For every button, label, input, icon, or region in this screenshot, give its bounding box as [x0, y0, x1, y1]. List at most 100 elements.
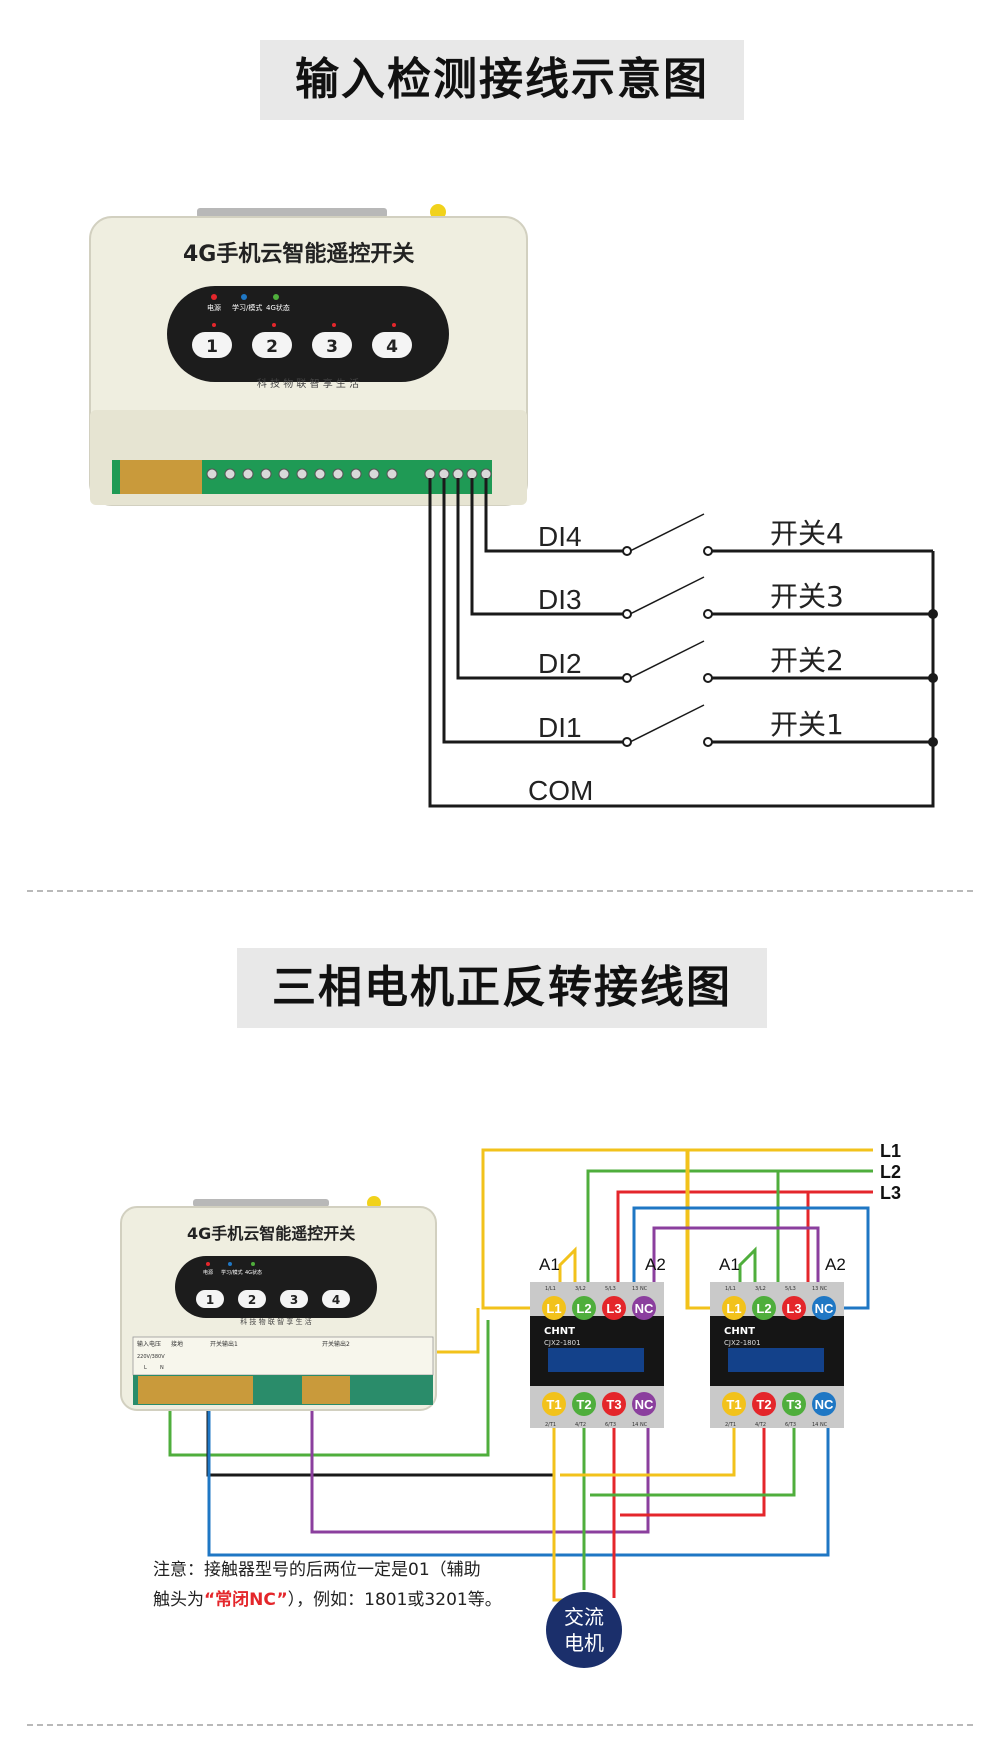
control-panel: [167, 286, 449, 382]
device-2: 4G手机云智能遥控开关 电源 学习/模式 4G状态 1 2 3 4 科 技 物 …: [120, 1196, 437, 1411]
learn-led: [241, 294, 247, 300]
switch2-blade: [629, 640, 705, 679]
reverse-red: [620, 1418, 766, 1517]
note-highlight: “常闭NC”: [204, 1590, 288, 1610]
button-2[interactable]: [252, 332, 292, 358]
badge-l3: L3: [606, 1301, 621, 1316]
output-blue: [207, 1405, 830, 1557]
com-wire: [428, 478, 935, 808]
voltage-value: 220V/380V: [137, 1354, 165, 1360]
badge-nc: NC: [635, 1397, 654, 1412]
di1-label: DI1: [538, 712, 582, 743]
l3-main-wire: [616, 1190, 873, 1308]
di2-label: DI2: [538, 648, 582, 679]
badge-t2: T2: [576, 1397, 591, 1412]
phase-l1-label: L1: [880, 1141, 901, 1161]
motor-label-1: 交流: [564, 1605, 604, 1629]
button-1-label: 1: [206, 337, 218, 357]
button-3[interactable]: [280, 1290, 308, 1308]
button-3-label: 3: [326, 337, 338, 357]
terminal-l-label: L: [144, 1365, 147, 1371]
contactor-brand: CHNT: [544, 1326, 575, 1337]
button-2[interactable]: [238, 1290, 266, 1308]
button-4[interactable]: [372, 332, 412, 358]
led-label-power: 电源: [207, 303, 221, 312]
led-label-power: 电源: [203, 1269, 213, 1276]
led-label-status: 4G状态: [245, 1269, 262, 1276]
bottom-mark-4: 14 NC: [632, 1422, 648, 1428]
motor-u: [552, 1418, 600, 1602]
phase-l3-label: L3: [880, 1183, 901, 1203]
button-led: [392, 323, 396, 327]
di4-label: DI4: [538, 521, 582, 552]
output-green: [168, 1320, 490, 1457]
contactor-model: CJX2-1801: [544, 1339, 581, 1347]
badge-l1: L1: [726, 1301, 741, 1316]
switch3-label: 开关3: [770, 580, 844, 613]
switch-blades: [629, 513, 705, 743]
l1-main-wire: [481, 1148, 873, 1310]
badge-l1: L1: [546, 1301, 561, 1316]
contactor-brand: CHNT: [724, 1326, 755, 1337]
terminal-n-label: N: [160, 1365, 164, 1371]
badge-l2: L2: [576, 1301, 591, 1316]
button-2-label: 2: [248, 1293, 256, 1307]
coil-a2-label: A2: [645, 1255, 666, 1274]
led-label-learn: 学习/模式: [221, 1269, 243, 1276]
button-1[interactable]: [192, 332, 232, 358]
bottom-mark-4: 14 NC: [812, 1422, 828, 1428]
phase-labels: L1 L2 L3: [880, 1141, 901, 1203]
di3-label: DI3: [538, 584, 582, 615]
device-buttons: 1 2 3 4: [192, 323, 412, 358]
bottom-mark-3: 6/T3: [605, 1422, 616, 1428]
power-led: [206, 1262, 210, 1266]
button-1[interactable]: [196, 1290, 224, 1308]
nc-interlock-wire: [632, 1206, 870, 1310]
output2-label: 开关输出2: [322, 1340, 350, 1348]
device-brand: 4G手机云智能遥控开关: [183, 241, 414, 267]
contactor-model: CJX2-1801: [724, 1339, 761, 1347]
note-line-2: 触头为“常闭NC”），例如：1801或3201等。: [153, 1585, 513, 1615]
status-led: [251, 1262, 255, 1266]
button-4[interactable]: [322, 1290, 350, 1308]
input-wiring: [428, 478, 935, 808]
switch-labels: 开关4 开关3 开关2 开关1: [770, 517, 844, 741]
switch4-blade: [629, 513, 705, 552]
di2-wire: [456, 478, 624, 680]
coil-a1-label: A1: [539, 1255, 560, 1274]
input-labels: DI4 DI3 DI2 DI1 COM: [528, 521, 593, 806]
section2-title: 三相电机正反转接线图: [237, 948, 767, 1028]
device-slogan: 科 技 物 联 智 享 生 活: [240, 1317, 312, 1326]
top-mark-1: 1/L1: [725, 1286, 736, 1292]
input-voltage-label: 输入电压: [137, 1340, 161, 1348]
switch-contacts: [622, 546, 713, 747]
badge-nc: NC: [635, 1301, 654, 1316]
button-3[interactable]: [312, 332, 352, 358]
ac-motor: 交流 电机: [546, 1592, 622, 1668]
com-label: COM: [528, 775, 593, 806]
button-led: [332, 323, 336, 327]
section1-title: 输入检测接线示意图: [260, 40, 744, 120]
device-brand: 4G手机云智能遥控开关: [187, 1224, 355, 1243]
contactor-window: [728, 1348, 824, 1372]
switch4-label: 开关4: [770, 517, 844, 550]
bottom-mark-2: 4/T2: [575, 1422, 586, 1428]
di1-wire: [442, 478, 624, 744]
phase-l2-label: L2: [880, 1162, 901, 1182]
badge-nc: NC: [815, 1397, 834, 1412]
status-led: [273, 294, 279, 300]
terminal-label-strip: [132, 1336, 434, 1376]
button-led: [272, 323, 276, 327]
ground-label: 接地: [171, 1340, 183, 1348]
antenna: [193, 1199, 329, 1207]
power-led: [211, 294, 217, 300]
button-2-label: 2: [266, 337, 278, 357]
device-slogan: 科 技 物 联 智 享 生 活: [257, 377, 359, 390]
button-3-label: 3: [290, 1293, 298, 1307]
terminal-badges: L1 L2 L3 NC L1 L2 L3 NC T1 T2 T3 NC T1 T…: [542, 1296, 836, 1416]
top-mark-2: 3/L2: [755, 1286, 766, 1292]
switch3-blade: [629, 576, 705, 615]
di4-wire: [484, 478, 624, 553]
motor-label-2: 电机: [564, 1631, 604, 1655]
button-4-label: 4: [386, 337, 398, 357]
